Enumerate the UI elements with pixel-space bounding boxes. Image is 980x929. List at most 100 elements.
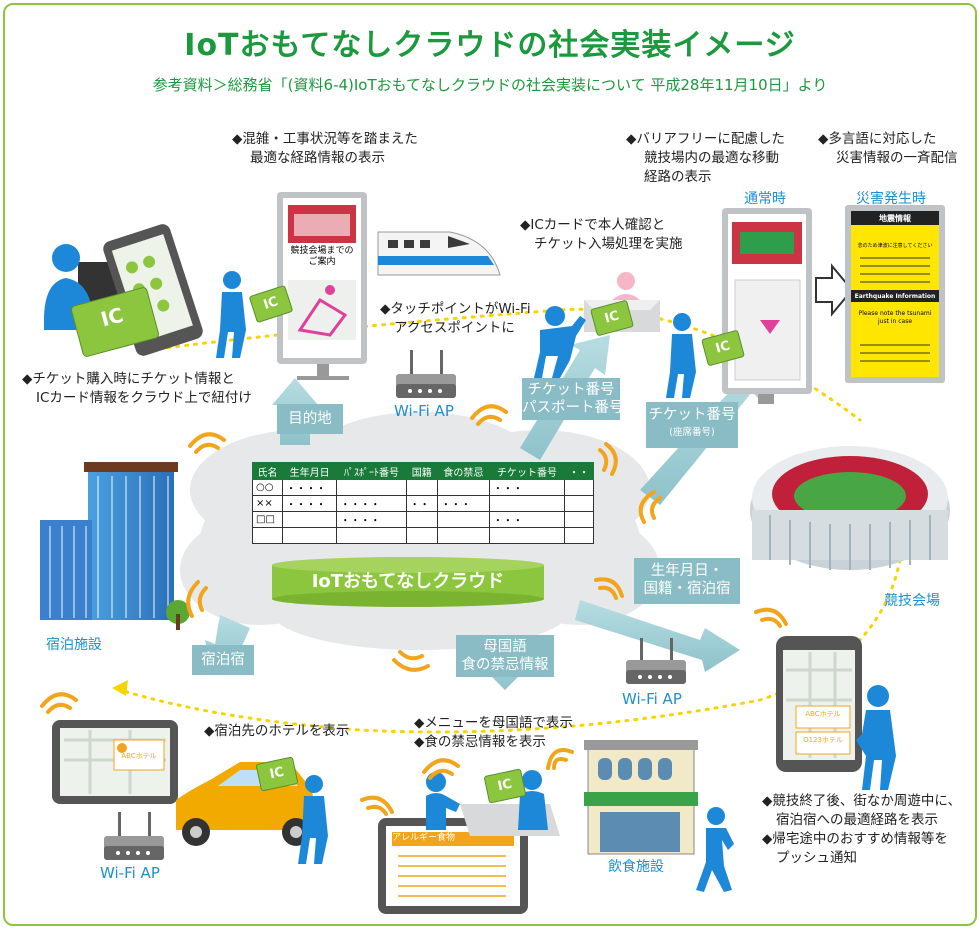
- label-hotel-facility: 宿泊施設: [46, 637, 102, 653]
- phone-hotel-label-2: O123ホテル: [803, 736, 843, 744]
- table-header-cell: ﾊﾟｽﾎﾟｰﾄ番号: [336, 462, 407, 480]
- table-cell: ・・・: [436, 495, 490, 512]
- person-with-phone: [856, 685, 896, 790]
- table-cell: [564, 511, 594, 528]
- ticket-purchase-scene: [44, 224, 203, 357]
- wifi-router-bottom: [104, 812, 164, 860]
- table-cell: [436, 511, 490, 528]
- cloud-database-cylinder: [272, 557, 544, 607]
- page-subtitle: 参考資料＞総務省「(資料6-4)IoTおもてなしクラウドの社会実装について 平成…: [152, 76, 828, 94]
- page-title: IoTおもてなしクラウドの社会実装イメージ: [184, 28, 796, 63]
- table-cell: ・・: [405, 495, 438, 512]
- table-cell: ○○: [252, 479, 283, 496]
- table-row: [252, 527, 594, 544]
- quake-en-title: Earthquake Information: [854, 293, 936, 300]
- table-cell: [564, 527, 594, 544]
- label-restaurant: 飲食施設: [608, 859, 664, 875]
- table-cell: ・・・・: [281, 479, 338, 496]
- arrow-label-lodging: 宿泊宿: [201, 652, 245, 668]
- person-walking-1: [216, 271, 246, 358]
- table-cell: [436, 527, 490, 544]
- table-cell: [281, 527, 338, 544]
- table-cell: [336, 527, 407, 544]
- note-ic-card: ◆ICカードで本人確認とチケット入場処理を実施: [520, 217, 683, 252]
- person-at-car: [298, 775, 328, 864]
- arrow-label-ticket-passport: チケット番号パスポート番号: [522, 382, 624, 416]
- person-walking-2: [666, 313, 696, 398]
- bullet-train: [377, 231, 501, 276]
- wifi-router-middle: [626, 638, 686, 684]
- note-multilang: ◆多言語に対応した災害情報の一斉配信: [818, 131, 958, 166]
- note-menu: ◆メニューを母国語で表示◆食の禁忌情報を表示: [414, 715, 573, 750]
- smartphone: [776, 636, 862, 772]
- arrow-label-ticket-seat: チケット番号(座席番号): [648, 407, 736, 438]
- hotel-tablet: [52, 720, 178, 804]
- table-cell: [405, 479, 438, 496]
- cloud-data-table: 氏名生年月日ﾊﾟｽﾎﾟｰﾄ番号国籍食の禁忌チケット番号・・ ○○・・・・・・・×…: [252, 462, 594, 544]
- wifi-ap-label-bottom: Wi-Fi AP: [100, 864, 160, 882]
- label-disaster-time: 災害発生時: [856, 191, 926, 207]
- table-header-row: 氏名生年月日ﾊﾟｽﾎﾟｰﾄ番号国籍食の禁忌チケット番号・・: [252, 462, 594, 480]
- person-walking-3: [696, 807, 734, 892]
- table-body: ○○・・・・・・・××・・・・・・・・・・・・・□□・・・・・・・: [252, 479, 594, 544]
- table-cell: ・・・・: [336, 511, 407, 528]
- restaurant-building: [584, 740, 698, 855]
- outer-frame: [3, 3, 977, 926]
- note-route: ◆混雑・工事状況等を踏まえた最適な経路情報の表示: [232, 131, 418, 166]
- signage-guide-text: 競技会場までのご案内: [290, 246, 354, 267]
- label-venue: 競技会場: [884, 593, 940, 609]
- table-cell: ・・・・: [281, 495, 338, 512]
- table-cell: □□: [252, 511, 283, 528]
- arrow-label-homeland-food: 母国語食の禁忌情報: [461, 639, 549, 673]
- restaurant-people: [426, 770, 548, 830]
- table-row: ○○・・・・・・・: [252, 479, 594, 496]
- table-cell: ・・・: [488, 479, 566, 496]
- note-after-game: ◆競技終了後、街なか周遊中に、宿泊宿への最適経路を表示 ◆帰宅途中のおすすめ情報…: [762, 793, 961, 866]
- note-barrier-free: ◆バリアフリーに配慮した競技場内の最適な移動経路の表示: [626, 131, 785, 185]
- arrow-label-destination: 目的地: [288, 411, 332, 427]
- signage-board: [277, 192, 367, 380]
- cloud-label: IoTおもてなしクラウド: [311, 571, 505, 592]
- table-cell: ××: [252, 495, 283, 512]
- venue-map-signage: [722, 208, 812, 404]
- restaurant-tablet: [378, 818, 528, 914]
- path-arrowhead: [112, 680, 128, 696]
- label-normal-time: 通常時: [744, 191, 786, 207]
- wifi-ap-label-middle: Wi-Fi AP: [622, 690, 682, 708]
- hotel-building: [40, 462, 190, 630]
- quake-title: 地震情報: [879, 214, 911, 223]
- table-header-cell: ・・: [564, 462, 594, 480]
- table-cell: [488, 527, 566, 544]
- table-cell: [564, 495, 594, 512]
- table-row: ××・・・・・・・・・・・・・: [252, 495, 594, 512]
- arrow-label-birth-nation-hotel: 生年月日・国籍・宿泊宿: [643, 563, 731, 597]
- table-cell: [405, 527, 438, 544]
- switch-arrow: [815, 263, 854, 317]
- phone-hotel-label-1: ABCホテル: [805, 710, 841, 718]
- allergy-label: アレルギー食物: [392, 833, 456, 843]
- stadium: [750, 446, 950, 570]
- person-at-gate: [534, 306, 586, 378]
- table-row: □□・・・・・・・: [252, 511, 594, 528]
- table-cell: [252, 527, 283, 544]
- table-header-cell: 氏名: [252, 462, 283, 480]
- note-hotel-display: ◆宿泊先のホテルを表示: [204, 723, 350, 739]
- table-cell: ・・・: [488, 511, 566, 528]
- wifi-ap-label-top: Wi-Fi AP: [394, 402, 454, 420]
- wifi-signals: [40, 404, 788, 816]
- quake-jp-text: 念のため津波に注意してください: [857, 243, 933, 249]
- table-header-cell: チケット番号: [488, 462, 566, 480]
- table-cell: [405, 511, 438, 528]
- table-header-cell: 国籍: [405, 462, 438, 480]
- table-cell: [281, 511, 338, 528]
- tablet-hotel-label: ABCホテル: [121, 752, 157, 760]
- table-cell: [564, 479, 594, 496]
- disaster-signage: [845, 205, 945, 383]
- flow-arrow-panels: [192, 378, 740, 677]
- table-header-cell: 食の禁忌: [436, 462, 490, 480]
- table-header-cell: 生年月日: [281, 462, 338, 480]
